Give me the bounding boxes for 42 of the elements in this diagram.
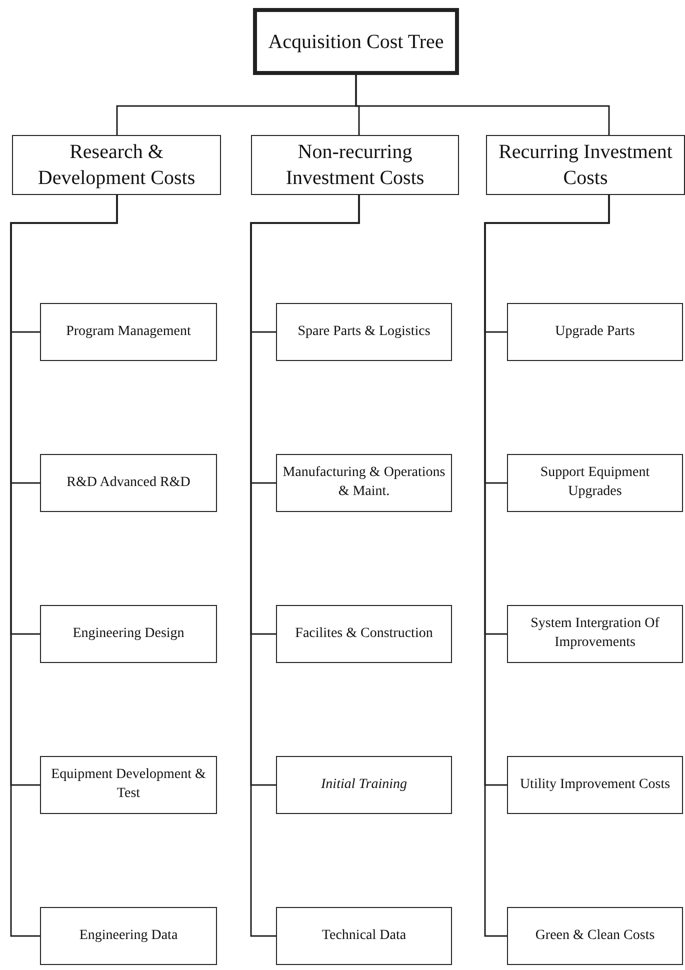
- category-box: [507, 605, 683, 663]
- category-box: [507, 303, 683, 361]
- category-box: [276, 605, 452, 663]
- category-box: [251, 135, 459, 195]
- category-box: [486, 135, 685, 195]
- box-label: Manufacturing & Operations & Maint.: [282, 464, 446, 501]
- connector-line: [355, 75, 610, 135]
- connector-line: [10, 195, 118, 937]
- box-label: Engineering Data: [79, 926, 178, 945]
- box-label: Non-recurring Investment Costs: [284, 140, 426, 191]
- connector-line: [484, 195, 610, 937]
- box-label: Spare Parts & Logistics: [298, 322, 430, 341]
- category-box: [507, 907, 683, 965]
- box-label: Recurring Investment Costs: [498, 140, 674, 191]
- category-box: [507, 756, 683, 814]
- category-box: [276, 907, 452, 965]
- box-label: R&D Advanced R&D: [66, 474, 190, 492]
- box-label: Support Equipment Upgrades: [539, 464, 651, 501]
- box-label: Research & Development Costs: [36, 140, 196, 191]
- category-box: [12, 135, 221, 195]
- box-label: System Intergration Of Improvements: [530, 615, 660, 652]
- box-label: Upgrade Parts: [555, 322, 635, 341]
- category-box: [40, 907, 217, 965]
- category-box: [276, 756, 452, 814]
- box-label: Green & Clean Costs: [535, 926, 655, 945]
- box-label: Equipment Development & Test: [50, 766, 207, 803]
- connector-line: [250, 195, 360, 937]
- category-box: [40, 605, 217, 663]
- box-label: Acquisition Cost Tree: [268, 30, 444, 54]
- category-box: [40, 454, 217, 512]
- box-label: Program Management: [66, 322, 191, 341]
- box-label: Initial Training: [321, 776, 407, 794]
- category-box: [276, 454, 452, 512]
- category-box: [276, 303, 452, 361]
- category-box: [40, 303, 217, 361]
- category-box: [507, 454, 683, 512]
- box-label: Technical Data: [322, 926, 406, 945]
- box-label: Utility Improvement Costs: [520, 776, 670, 794]
- root-box: [253, 8, 459, 75]
- box-label: Facilites & Construction: [295, 624, 433, 643]
- box-label: Engineering Design: [72, 624, 184, 643]
- category-box: [40, 756, 217, 814]
